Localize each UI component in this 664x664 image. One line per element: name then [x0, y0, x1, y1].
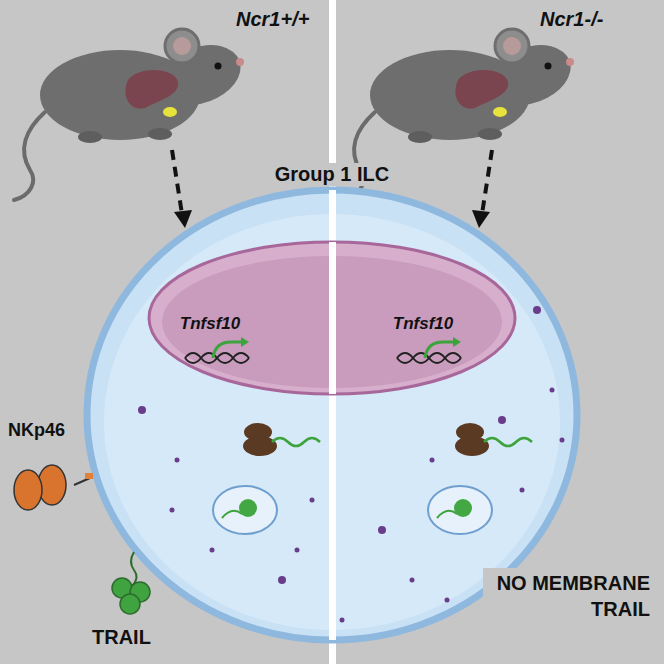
genotype-label: Ncr1-/-	[540, 8, 603, 31]
mouse	[14, 29, 249, 200]
genotype-label: Ncr1+/+	[236, 8, 309, 31]
gene-name: Tnfsf10	[180, 314, 240, 334]
cell-heading: Group 1 ILC	[269, 163, 395, 186]
gene-wrap: Tnfsf10	[180, 314, 240, 334]
receptor-label: NKp46	[8, 420, 65, 441]
gene-wrap: Tnfsf10	[393, 314, 453, 334]
receptor-label: NKp46	[8, 420, 65, 441]
nucleus: Tnfsf10 Tnfsf10	[147, 240, 517, 396]
gene-name: Tnfsf10	[393, 314, 453, 334]
divider	[329, 0, 336, 664]
heading-wrap: Group 1 ILC	[82, 163, 582, 186]
genotype-label: Ncr1+/+	[236, 8, 309, 31]
note-label: NO MEMBRANE TRAIL	[483, 568, 655, 624]
note-label: NO MEMBRANE TRAIL	[483, 568, 655, 624]
protein-label: TRAIL	[92, 626, 151, 649]
genotype-label: Ncr1-/-	[540, 8, 603, 31]
protein-label: TRAIL	[92, 626, 151, 649]
